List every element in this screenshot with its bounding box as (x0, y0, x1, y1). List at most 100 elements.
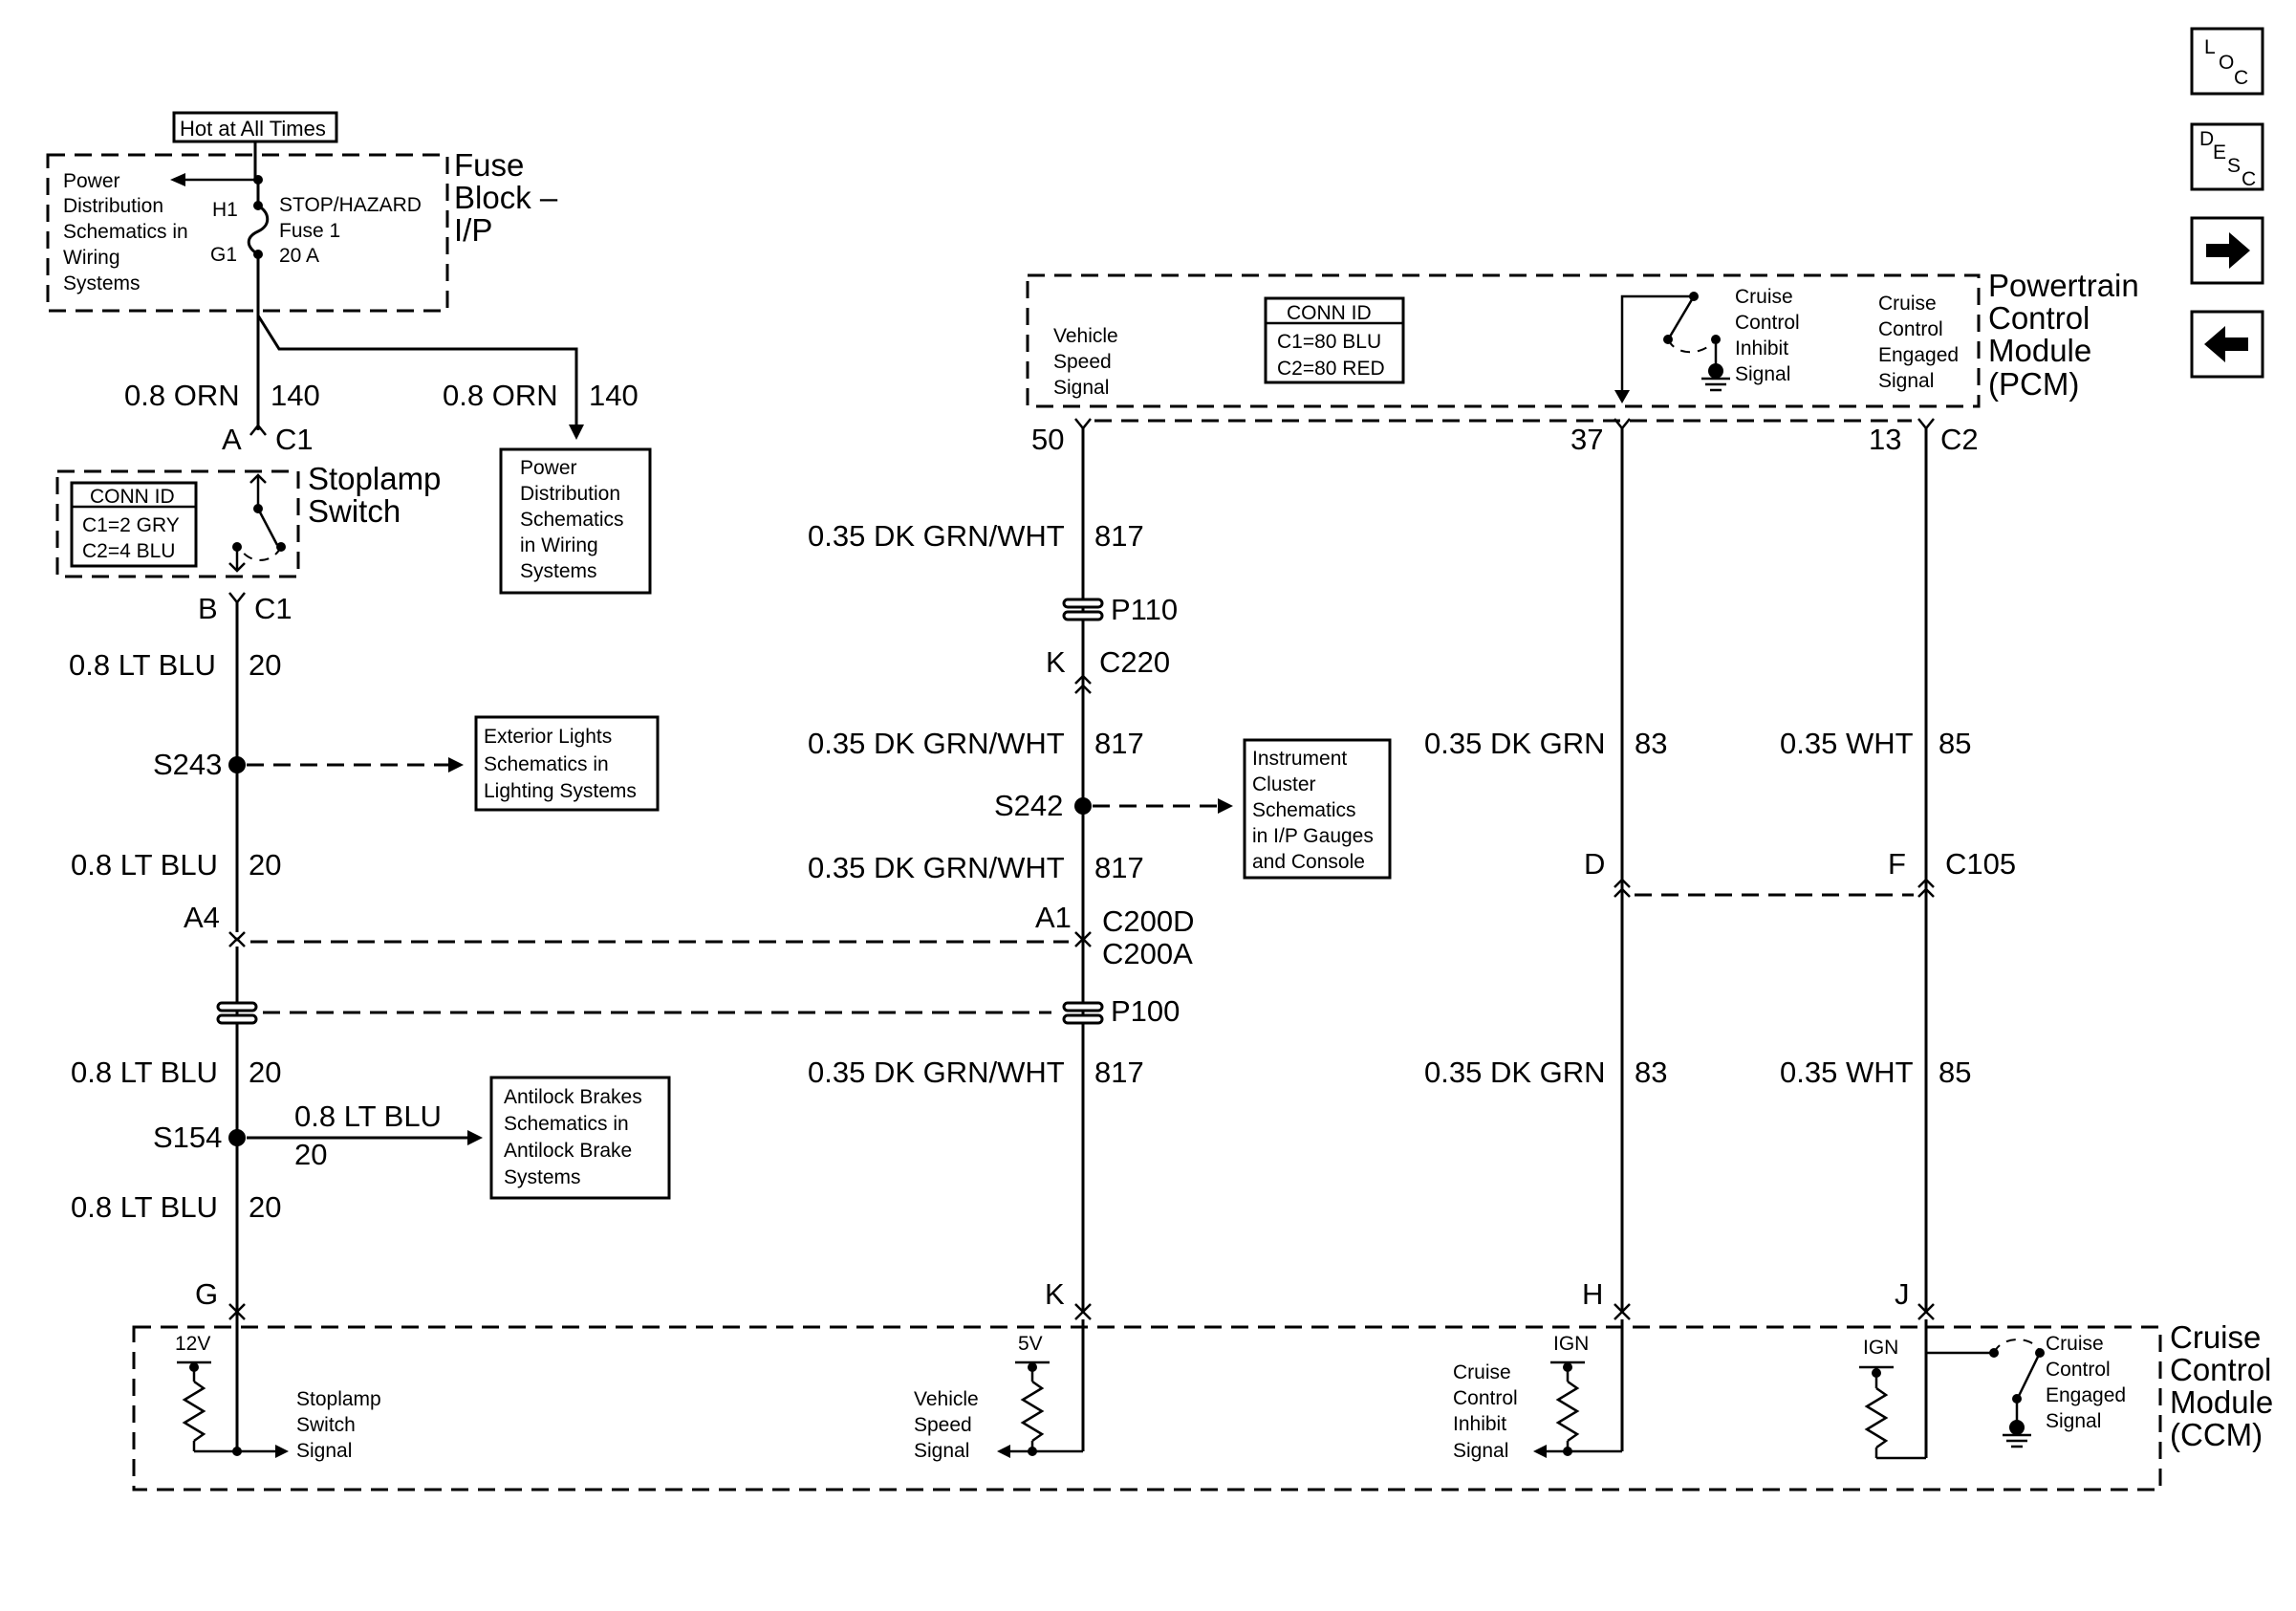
stoplamp-switch-title: Stoplamp Switch (308, 461, 450, 529)
instrument-cluster-ref-text: Instrument Cluster Schematics in I/P Gau… (1252, 748, 1379, 873)
previous-page-button[interactable] (2190, 310, 2264, 379)
wire-label-dkgrnwht-4: 0.35 DK GRN/WHT (808, 1056, 1065, 1089)
ccm-stoplamp-label: Stoplamp Switch Signal (296, 1388, 387, 1462)
exterior-lights-ref-box[interactable] (474, 715, 660, 812)
ccm-inhibit-label: Cruise Control Inhibit Signal (1453, 1361, 1524, 1462)
ccm-engaged-switch (2017, 1352, 2042, 1397)
pin-50: 50 (1031, 423, 1064, 456)
ground-icon-ccm (2009, 1420, 2025, 1435)
ign-label-1: IGN (1553, 1333, 1589, 1355)
wire-label-wht-num-2: 85 (1939, 1056, 1971, 1089)
pcm-outline (1026, 273, 1981, 408)
fuse-block-outline (46, 153, 449, 313)
splice-s242 (1074, 797, 1092, 815)
terminal-h1-label: H1 (212, 199, 238, 221)
conn-a4: A4 (184, 901, 220, 934)
desc-d: D (2199, 128, 2214, 150)
conn-k-ccm: K (1045, 1277, 1065, 1311)
wire-label-dkgrn-num-2: 83 (1635, 1056, 1667, 1089)
terminal-g1-label: G1 (210, 244, 237, 266)
pin-13: 13 (1869, 423, 1901, 456)
wire-label-dkgrnwht-2: 0.35 DK GRN/WHT (808, 727, 1065, 760)
wire-label-orn-num: 140 (271, 379, 320, 412)
wire-label-ltblu-num-3: 20 (249, 1056, 281, 1089)
wire-label-orn-2: 0.8 ORN (443, 379, 558, 412)
conn-c1-bottom: C1 (254, 592, 292, 625)
wire-label-ltblu-num-branch: 20 (294, 1138, 327, 1171)
splice-s154-label: S154 (153, 1121, 222, 1154)
resistor-inhibit (1555, 1380, 1580, 1443)
wire-label-dkgrnwht-num-1: 817 (1094, 519, 1144, 553)
exterior-lights-ref-text: Exterior Lights Schematics in Lighting S… (484, 726, 637, 802)
splice-s154 (228, 1129, 246, 1146)
pin-37: 37 (1570, 423, 1603, 456)
pcm-inhibit-label: Cruise Control Inhibit Signal (1735, 286, 1806, 385)
ccm-engaged-label: Cruise Control Engaged Signal (2046, 1333, 2132, 1432)
conn-j: J (1895, 1277, 1910, 1311)
wire-label-ltblu-1: 0.8 LT BLU (69, 648, 216, 682)
stoplamp-conn-id-box (70, 481, 198, 568)
wire-label-ltblu-4: 0.8 LT BLU (71, 1190, 218, 1224)
resistor-vss (1020, 1380, 1045, 1443)
conn-d: D (1584, 847, 1605, 881)
power-distribution-note: Power Distribution Schematics in Wiring … (63, 170, 194, 294)
conn-c200a: C200A (1102, 937, 1193, 970)
wire-label-ltblu-branch: 0.8 LT BLU (294, 1099, 442, 1133)
voltage-5v: 5V (1018, 1333, 1043, 1355)
stoplamp-switch-outline (55, 469, 300, 578)
hot-at-all-times-label: Hot at All Times (180, 117, 326, 141)
next-page-button[interactable] (2190, 216, 2264, 285)
conn-c2: C2 (1940, 423, 1979, 456)
wire-label-dkgrn-num-1: 83 (1635, 727, 1667, 760)
loc-c: C (2234, 67, 2248, 89)
loc-l: L (2204, 36, 2216, 58)
ccm-outline (132, 1325, 2162, 1491)
conn-g: G (195, 1277, 218, 1311)
splice-s243-label: S243 (153, 748, 222, 781)
resistor-engaged (1864, 1386, 1889, 1449)
pcm-conn-id-box (1264, 296, 1405, 384)
fuse-block-title: Fuse Block – I/P (454, 147, 566, 248)
conn-b: B (198, 592, 218, 625)
splice-s243 (228, 756, 246, 773)
wire-label-ltblu-num-2: 20 (249, 848, 281, 882)
desc-e: E (2213, 142, 2226, 163)
ground-icon (1708, 363, 1723, 379)
antilock-brakes-ref-box[interactable] (489, 1076, 671, 1200)
wire-label-dkgrn-2: 0.35 DK GRN (1424, 1056, 1606, 1089)
pcm-conn-id: CONN ID C1=80 BLU C2=80 RED (1277, 302, 1387, 380)
ccm-vss-label: Vehicle Speed Signal (914, 1388, 985, 1462)
conn-h: H (1582, 1277, 1603, 1311)
wire-label-wht-num-1: 85 (1939, 727, 1971, 760)
loc-o: O (2219, 52, 2234, 74)
wire-label-wht-2: 0.35 WHT (1780, 1056, 1914, 1089)
pcm-inhibit-switch (1668, 295, 1696, 337)
fuse-name: STOP/HAZARD Fuse 1 20 A (279, 194, 427, 267)
conn-c105: C105 (1945, 847, 2016, 881)
wire-label-dkgrnwht-num-2: 817 (1094, 727, 1144, 760)
instrument-cluster-ref-box[interactable] (1243, 738, 1392, 880)
conn-c220: C220 (1099, 645, 1170, 679)
desc-button[interactable]: D E S C (2190, 122, 2264, 191)
conn-a: A (222, 423, 242, 456)
pcm-vss-label: Vehicle Speed Signal (1053, 325, 1124, 399)
splice-s242-label: S242 (994, 789, 1063, 822)
conn-f: F (1888, 847, 1906, 881)
wire-label-dkgrnwht-num-4: 817 (1094, 1056, 1144, 1089)
conn-a1: A1 (1035, 901, 1072, 934)
ign-label-2: IGN (1863, 1337, 1898, 1359)
loc-button[interactable]: L O C (2190, 27, 2264, 96)
pcm-title: Powertrain Control Module (PCM) (1988, 268, 2148, 402)
wire-label-ltblu-num-4: 20 (249, 1190, 281, 1224)
conn-c200d: C200D (1102, 904, 1195, 938)
wire-label-dkgrnwht-1: 0.35 DK GRN/WHT (808, 519, 1065, 553)
conn-k-c220: K (1046, 645, 1066, 679)
resistor-stoplamp (182, 1380, 206, 1443)
stoplamp-switch-contact (256, 508, 279, 546)
wire-label-orn: 0.8 ORN (124, 379, 240, 412)
wire-label-ltblu-2: 0.8 LT BLU (71, 848, 218, 882)
wire-label-dkgrn-1: 0.35 DK GRN (1424, 727, 1606, 760)
desc-s: S (2227, 155, 2241, 177)
fuse-symbol (247, 204, 270, 256)
ccm-title: Cruise Control Module (CCM) (2170, 1319, 2282, 1452)
